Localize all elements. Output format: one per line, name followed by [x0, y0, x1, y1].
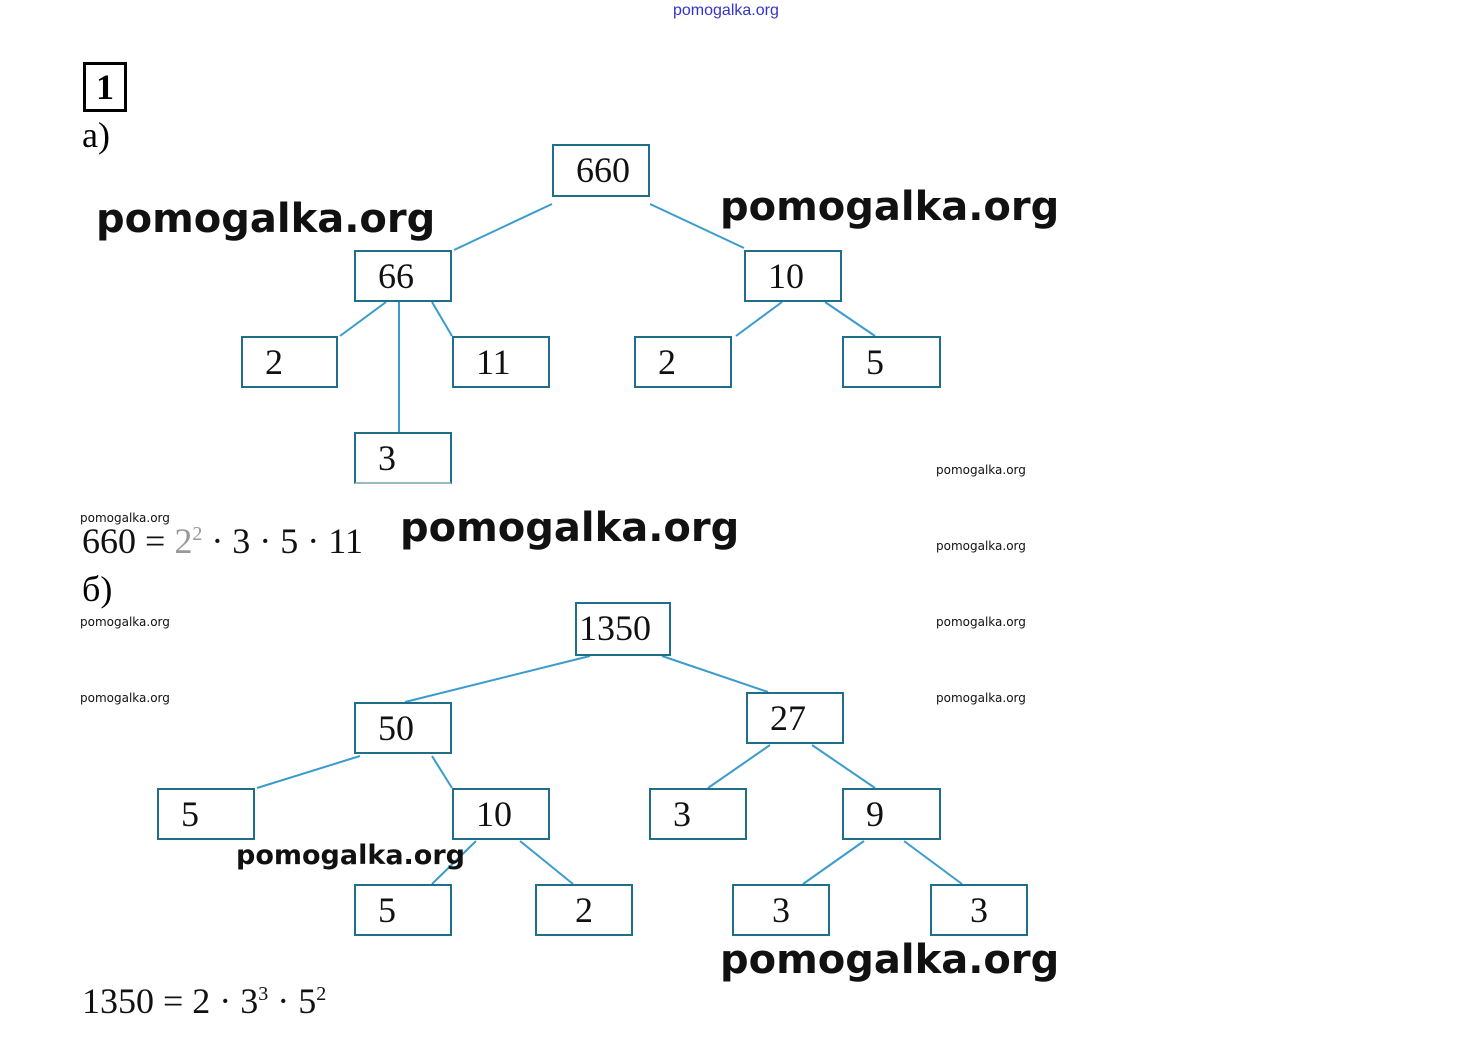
watermark: pomogalka.org	[400, 505, 740, 551]
watermark: pomogalka.org	[236, 840, 465, 871]
header-watermark[interactable]: pomogalka.org	[673, 2, 779, 19]
result-b-mid: · 5	[268, 981, 317, 1021]
task-number: 1	[83, 62, 127, 112]
watermark-small: pomogalka.org	[936, 615, 1026, 629]
edge	[824, 301, 876, 337]
node-b-27: 27	[746, 692, 844, 744]
node-b-3: 3	[649, 788, 747, 840]
node-a-66: 66	[354, 250, 452, 302]
edge	[404, 655, 591, 703]
watermark: pomogalka.org	[720, 937, 1060, 983]
node-a-11: 11	[452, 336, 550, 388]
result-a-base: 2	[174, 521, 193, 561]
node-root-a: 660	[552, 144, 650, 197]
edge	[707, 744, 771, 789]
node-b-50: 50	[354, 702, 452, 754]
edge	[453, 203, 553, 251]
edge	[903, 840, 963, 885]
watermark-small: pomogalka.org	[936, 539, 1026, 553]
node-b-5: 5	[157, 788, 255, 840]
edge	[519, 840, 574, 885]
edge	[339, 301, 387, 337]
edge	[802, 840, 865, 885]
watermark-small: pomogalka.org	[80, 615, 170, 629]
node-root-b: 1350	[575, 602, 671, 656]
node-b-3c: 3	[930, 884, 1028, 936]
watermark-small: pomogalka.org	[936, 463, 1026, 477]
watermark: pomogalka.org	[720, 184, 1060, 230]
edge	[431, 840, 477, 885]
result-a-lhs: 660 =	[82, 521, 166, 561]
result-a-exp: 2	[192, 523, 203, 545]
node-b-10: 10	[452, 788, 550, 840]
edge	[431, 301, 453, 337]
result-a-rest: · 3 · 5 · 11	[211, 521, 363, 561]
edge	[431, 755, 453, 789]
node-a-2b: 2	[634, 336, 732, 388]
part-b-label: б)	[82, 569, 113, 609]
node-b-3b: 3	[732, 884, 830, 936]
node-a-5: 5	[842, 336, 941, 388]
result-b-exp1: 3	[258, 983, 269, 1005]
edge	[735, 301, 783, 337]
watermark-small: pomogalka.org	[80, 691, 170, 705]
result-a: 660 = 22 · 3 · 5 · 11	[82, 520, 363, 562]
result-b-lhs: 1350 = 2 · 3	[82, 981, 259, 1021]
node-b-9: 9	[842, 788, 941, 840]
result-b: 1350 = 2 · 33 · 52	[82, 980, 326, 1022]
node-a-2: 2	[241, 336, 338, 388]
watermark-small: pomogalka.org	[80, 511, 170, 525]
edge	[649, 203, 745, 249]
edge	[256, 755, 361, 789]
watermark: pomogalka.org	[96, 196, 436, 242]
node-b-2: 2	[535, 884, 633, 936]
result-b-exp2: 2	[316, 983, 327, 1005]
node-b-5b: 5	[354, 884, 452, 936]
node-a-3: 3	[354, 432, 452, 484]
node-a-10: 10	[744, 250, 842, 302]
edge	[811, 744, 876, 789]
watermark-small: pomogalka.org	[936, 691, 1026, 705]
edge	[661, 655, 769, 693]
part-a-label: а)	[82, 115, 110, 155]
